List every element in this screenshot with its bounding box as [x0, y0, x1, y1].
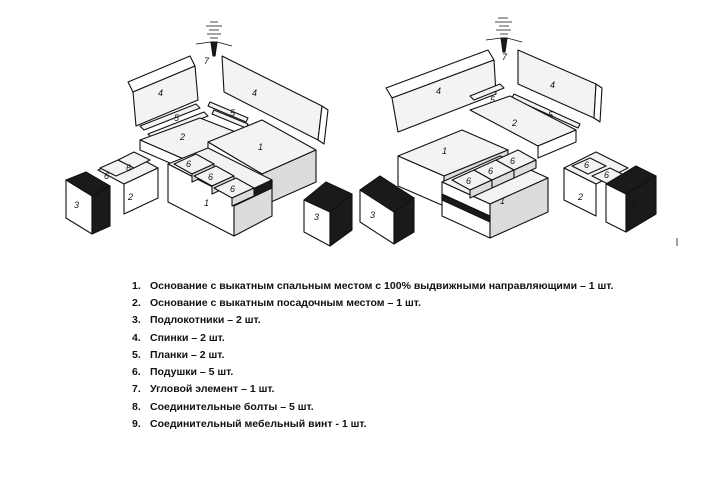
right-back-4b: 4 — [517, 49, 603, 123]
legend-item-6: 6. Подушки – 5 шт. — [132, 363, 613, 380]
right-label-5b: 5 — [548, 110, 554, 120]
left-label-6d: 6 — [104, 171, 109, 181]
legend-num-6: 6. — [132, 366, 141, 379]
legend-item-2: 2. Основание с выкатным посадочным местом… — [132, 294, 613, 311]
legend-text-7: Угловой элемент – 1 шт. — [150, 383, 275, 396]
parts-legend: 1. Основание с выкатным спальным местом с… — [132, 277, 613, 433]
left-label-6c: 6 — [230, 184, 235, 194]
right-label-4b: 4 — [550, 80, 555, 90]
legend-num-9: 9. — [132, 418, 141, 431]
right-armrest-3: 3 — [605, 165, 657, 233]
left-assembly: 7 4 4 5 5 2 — [65, 21, 329, 237]
right-back-4a: 4 — [385, 49, 497, 133]
middle-armrest-a: 3 — [303, 181, 353, 247]
left-corner-element-7: 7 — [195, 21, 233, 66]
legend-text-2: Основание с выкатным посадочным местом –… — [150, 296, 421, 309]
left-armrest-3: 3 — [65, 171, 111, 235]
right-label-1: 1 — [500, 196, 505, 206]
right-label-6e: 6 — [604, 170, 609, 180]
legend-text-9: Соединительный мебельный винт - 1 шт. — [150, 418, 367, 431]
legend-num-2: 2. — [132, 296, 141, 309]
right-corner-element-7: 7 — [485, 17, 523, 62]
left-label-2-frame: 2 — [179, 132, 185, 142]
legend-num-1: 1. — [132, 279, 141, 292]
legend-num-8: 8. — [132, 400, 141, 413]
legend-item-9: 9. Соединительный мебельный винт - 1 шт. — [132, 415, 613, 432]
right-label-6c: 6 — [510, 156, 515, 166]
right-label-2: 2 — [577, 192, 583, 202]
right-label-4a: 4 — [436, 86, 441, 96]
right-label-6b: 6 — [488, 166, 493, 176]
left-label-4a: 4 — [158, 88, 163, 98]
right-label-7: 7 — [502, 52, 508, 62]
legend-num-4: 4. — [132, 331, 141, 344]
legend-text-1: Основание с выкатным спальным местом с 1… — [150, 279, 614, 292]
right-assembly: 7 4 4 5 5 2 — [385, 17, 678, 246]
legend-text-3: Подлокотники – 2 шт. — [150, 314, 261, 327]
legend-item-7: 7. Угловой элемент – 1 шт. — [132, 381, 613, 398]
right-label-5a: 5 — [490, 95, 496, 105]
legend-item-1: 1. Основание с выкатным спальным местом с… — [132, 277, 613, 294]
left-label-1-back: 1 — [258, 142, 263, 152]
middle-label-3a: 3 — [314, 212, 319, 222]
right-seat-1: 6 6 6 1 — [441, 149, 549, 239]
left-back-4b: 4 — [221, 55, 329, 145]
left-base-2: 6 6 2 — [97, 151, 159, 215]
middle-label-3b: 3 — [370, 210, 375, 220]
left-label-3: 3 — [74, 200, 79, 210]
legend-item-8: 8. Соединительные болты – 5 шт. — [132, 398, 613, 415]
right-label-2-frame: 2 — [511, 118, 517, 128]
legend-num-7: 7. — [132, 383, 141, 396]
left-label-6b: 6 — [208, 172, 213, 182]
left-label-4b: 4 — [252, 88, 257, 98]
left-label-6e: 6 — [126, 163, 131, 173]
left-label-2: 2 — [127, 192, 133, 202]
middle-armrest-b: 3 — [359, 175, 415, 245]
left-label-7: 7 — [204, 56, 210, 66]
right-label-6a: 6 — [466, 176, 471, 186]
left-label-5b: 5 — [230, 108, 236, 118]
assembly-diagram: 7 4 4 5 5 2 — [65, 17, 678, 247]
legend-item-5: 5. Планки – 2 шт. — [132, 346, 613, 363]
legend-text-5: Планки – 2 шт. — [150, 348, 225, 361]
right-base-2: 6 6 2 — [563, 151, 629, 217]
right-label-6d: 6 — [584, 160, 589, 170]
right-label-1-back: 1 — [442, 146, 447, 156]
right-base-2-frame: 2 — [469, 95, 577, 159]
legend-item-4: 4. Спинки – 2 шт. — [132, 329, 613, 346]
legend-text-6: Подушки – 5 шт. — [150, 366, 234, 379]
left-label-5a: 5 — [174, 113, 180, 123]
legend-item-3: 3. Подлокотники – 2 шт. — [132, 312, 613, 329]
left-label-6a: 6 — [186, 159, 191, 169]
legend-text-4: Спинки – 2 шт. — [150, 331, 225, 344]
legend-text-8: Соединительные болты – 5 шт. — [150, 400, 314, 413]
legend-num-3: 3. — [132, 314, 141, 327]
left-back-4a: 4 — [127, 55, 199, 127]
left-label-1: 1 — [204, 198, 209, 208]
left-seat-1: 6 6 6 1 — [167, 147, 273, 237]
right-label-3: 3 — [630, 198, 635, 208]
legend-num-5: 5. — [132, 348, 141, 361]
